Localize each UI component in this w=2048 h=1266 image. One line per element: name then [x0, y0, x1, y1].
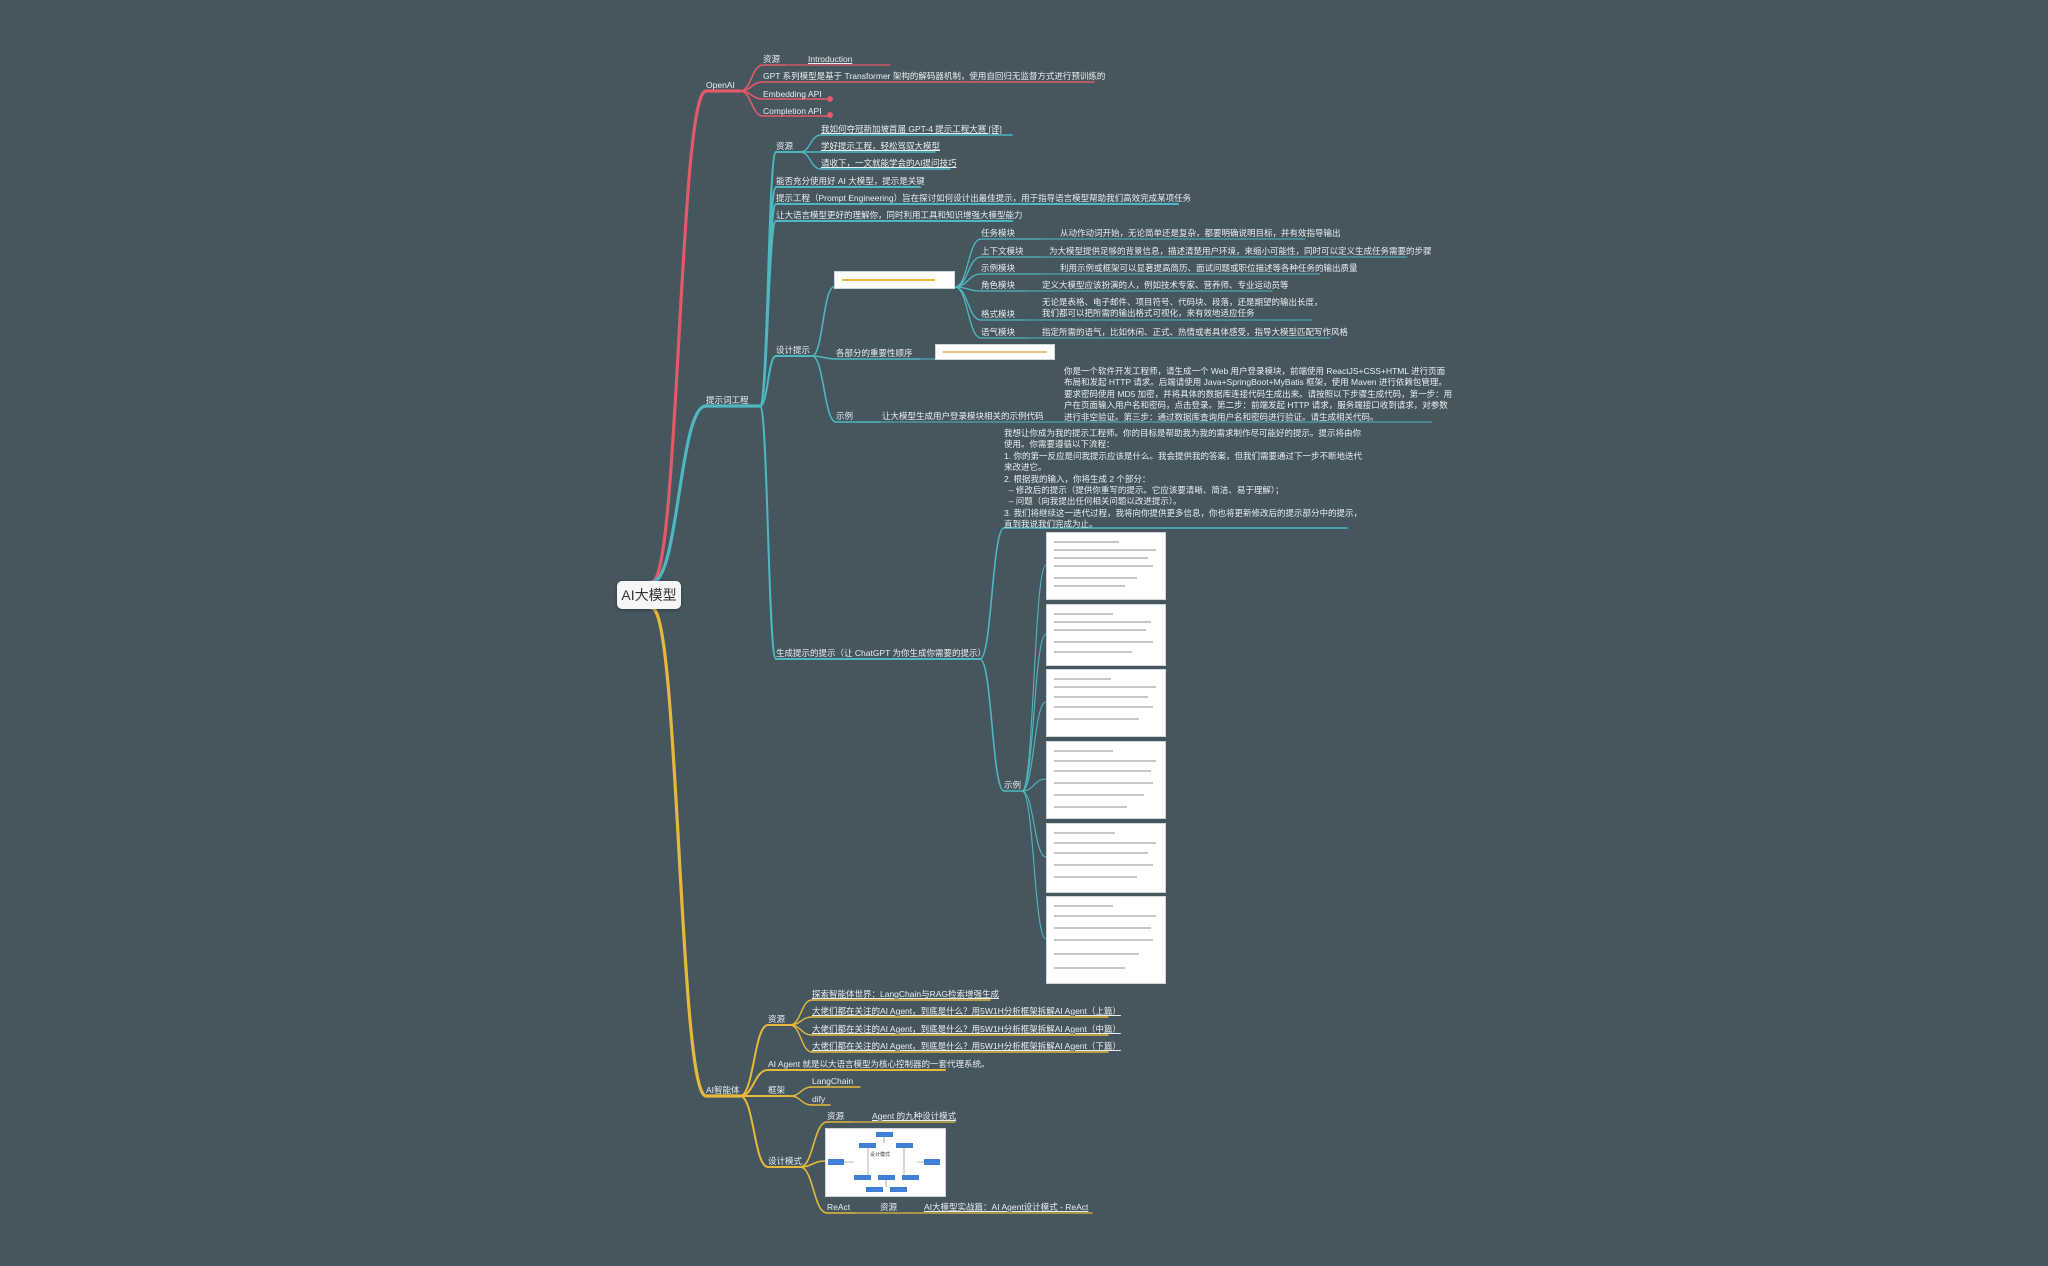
connector-17: [799, 151, 822, 170]
module-context-desc[interactable]: 为大模型提供足够的背景信息，描述清楚用户环境，来缩小可能性，同时可以定义生成任务…: [1049, 246, 1432, 256]
example-screenshot-2[interactable]: [1046, 604, 1166, 666]
connector-39: [1021, 633, 1047, 792]
module-example-desc[interactable]: 利用示例或框架可以显著提高简历、面试问题或职位描述等各种任务的输出质量: [1060, 263, 1358, 273]
link-prompt-resource-2[interactable]: 学好提示工程，轻松驾驭大模型: [821, 141, 941, 151]
connector-37: [979, 658, 1005, 792]
connector-55: [799, 1160, 826, 1168]
link-agent-resource-2[interactable]: 大佬们都在关注的AI Agent，到底是什么？用5W1H分析框架拆解AI Age…: [812, 1006, 1121, 1016]
root-node[interactable]: AI大模型: [617, 581, 681, 609]
completion-marker-icon: [827, 112, 833, 118]
node-prompt-resources[interactable]: 资源: [776, 141, 794, 151]
design-pattern-image[interactable]: 设计模式: [825, 1128, 946, 1197]
module-role-desc[interactable]: 定义大模型应该扮演的人，例如技术专家、营养师、专业运动员等: [1042, 280, 1289, 290]
connector-13: [759, 355, 777, 407]
connector-26: [954, 286, 982, 339]
link-nine-patterns[interactable]: Agent 的九种设计模式: [872, 1111, 957, 1121]
connector-36: [979, 527, 1005, 660]
embedding-marker-icon: [827, 96, 833, 102]
node-design-example[interactable]: 示例: [836, 411, 854, 421]
example-screenshot-4[interactable]: [1046, 741, 1166, 819]
node-generate-prompt[interactable]: 生成提示的提示（让 ChatGPT 为你生成你需要的提示）: [776, 648, 986, 658]
node-embedding-api[interactable]: Embedding API: [763, 89, 822, 99]
link-agent-resource-1[interactable]: 探索智能体世界：LangChain与RAG检索增强生成: [812, 989, 1000, 999]
connector-41: [1021, 778, 1047, 792]
node-design-prompt[interactable]: 设计提示: [776, 345, 811, 355]
link-react-article[interactable]: AI大模型实战篇：AI Agent设计模式 - ReAct: [924, 1202, 1089, 1212]
connector-14: [759, 405, 777, 660]
node-framework-langchain[interactable]: LangChain: [812, 1076, 854, 1086]
generate-prompt-body[interactable]: 我想让你成为我的提示工程师。你的目标是帮助我为我的需求制作尽可能好的提示。提示将…: [1004, 428, 1362, 530]
connector-19: [811, 355, 837, 360]
node-agent-design[interactable]: 设计模式: [768, 1156, 803, 1166]
module-format-desc[interactable]: 无论是表格、电子邮件、项目符号、代码块、段落，还是期望的输出长度， 我们都可以把…: [1042, 297, 1323, 319]
connector-54: [799, 1121, 828, 1168]
connector-56: [799, 1166, 828, 1214]
node-openai-resources[interactable]: 资源: [763, 54, 781, 64]
node-agent-definition[interactable]: AI Agent 就是以大语言模型为核心控制器的一套代理系统。: [768, 1059, 990, 1069]
connector-43: [1021, 790, 1047, 940]
node-design-resources[interactable]: 资源: [827, 1111, 845, 1121]
structure-image[interactable]: [834, 271, 955, 289]
node-framework-dify[interactable]: dify: [812, 1094, 826, 1104]
node-openai-gpt[interactable]: GPT 系列模型是基于 Transformer 架构的解码器机制，使用自回归无监…: [763, 71, 1106, 81]
importance-order-image[interactable]: [935, 344, 1055, 360]
module-context[interactable]: 上下文模块: [981, 246, 1024, 256]
connector-20: [811, 355, 837, 423]
node-generate-example[interactable]: 示例: [1004, 780, 1022, 790]
connector-38: [1021, 564, 1047, 792]
node-agent-resources[interactable]: 资源: [768, 1014, 786, 1024]
connector-15: [799, 134, 822, 153]
node-prompt-definition[interactable]: 提示工程（Prompt Engineering）旨在探讨如何设计出最佳提示，用于…: [776, 193, 1192, 203]
link-introduction[interactable]: Introduction: [808, 54, 853, 64]
link-prompt-resource-3[interactable]: 请收下，一文就能学会的AI提问技巧: [821, 158, 957, 168]
node-ai-agent[interactable]: AI智能体: [706, 1085, 740, 1095]
node-prompt-engineering[interactable]: 提示词工程: [706, 395, 749, 405]
connector-51: [789, 1024, 813, 1053]
node-agent-framework[interactable]: 框架: [768, 1085, 786, 1095]
example-screenshot-6[interactable]: [1046, 896, 1166, 984]
connector-52: [789, 1086, 813, 1097]
design-pattern-title: 设计模式: [870, 1152, 891, 1158]
example-prompt-body[interactable]: 你是一个软件开发工程师，请生成一个 Web 用户登录模块，前端使用 ReactJ…: [1064, 366, 1453, 422]
module-tone[interactable]: 语气模块: [981, 327, 1016, 337]
node-openai[interactable]: OpenAI: [706, 80, 735, 90]
module-example[interactable]: 示例模块: [981, 263, 1016, 273]
module-task[interactable]: 任务模块: [981, 228, 1016, 238]
node-design-example-text[interactable]: 让大模型生成用户登录模块相关的示例代码: [882, 411, 1044, 421]
node-react[interactable]: ReAct: [827, 1202, 851, 1212]
node-react-resources[interactable]: 资源: [880, 1202, 898, 1212]
link-agent-resource-4[interactable]: 大佬们都在关注的AI Agent，到底是什么？用5W1H分析框架拆解AI Age…: [812, 1041, 1121, 1051]
connector-7: [739, 90, 764, 117]
node-prompt-key[interactable]: 能否充分使用好 AI 大模型，提示是关键: [776, 176, 925, 186]
node-importance-order[interactable]: 各部分的重要性顺序: [836, 348, 913, 358]
connector-2: [650, 404, 708, 584]
module-task-desc[interactable]: 从动作动词开始，无论简单还是复杂，都要明确说明目标，并有效指导输出: [1060, 228, 1341, 238]
node-prompt-better[interactable]: 让大语言模型更好的理解你，同时利用工具和知识增强大模型能力: [776, 210, 1023, 220]
example-screenshot-3[interactable]: [1046, 669, 1166, 737]
connector-42: [1021, 790, 1047, 858]
connector-18: [811, 286, 835, 357]
module-role[interactable]: 角色模块: [981, 280, 1016, 290]
link-agent-resource-3[interactable]: 大佬们都在关注的AI Agent，到底是什么？用5W1H分析框架拆解AI Age…: [812, 1024, 1121, 1034]
connector-40: [1021, 701, 1047, 792]
connector-12: [759, 220, 777, 407]
example-screenshot-5[interactable]: [1046, 823, 1166, 893]
node-completion-api[interactable]: Completion API: [763, 106, 822, 116]
connector-47: [739, 1095, 769, 1168]
connector-44: [739, 1024, 769, 1097]
connector-53: [789, 1095, 813, 1106]
link-prompt-resource-1[interactable]: 我如何夺冠新加坡首届 GPT-4 提示工程大赛 [译]: [821, 124, 1002, 134]
connector-3: [650, 606, 708, 1098]
module-tone-desc[interactable]: 指定所需的语气，比如休闲、正式、热情或者具体感受，指导大模型匹配写作风格: [1042, 327, 1349, 337]
connector-1: [650, 89, 708, 584]
example-screenshot-1[interactable]: [1046, 532, 1166, 600]
module-format[interactable]: 格式模块: [981, 309, 1016, 319]
